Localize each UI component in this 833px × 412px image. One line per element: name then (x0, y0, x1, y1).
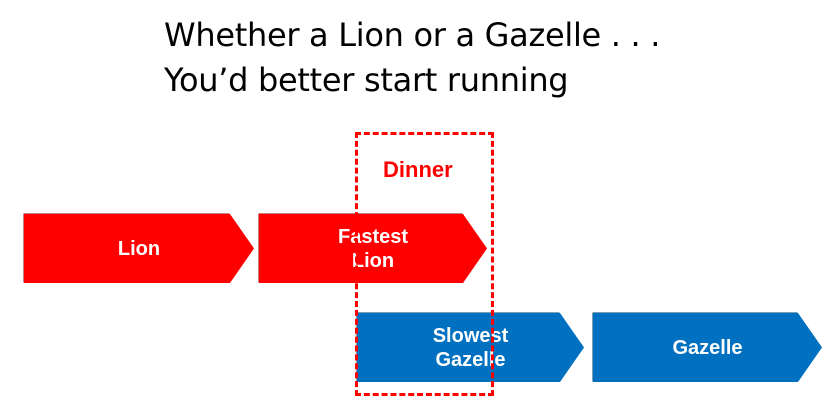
fastest-lion-arrow: Fastest Lion (259, 214, 487, 283)
gazelle-arrow-label: Gazelle (672, 336, 743, 359)
slowest-gazelle-arrow-label: Slowest Gazelle (432, 324, 509, 371)
title-line-2: You’d better start running (164, 61, 569, 99)
gazelle-arrow: Gazelle (593, 313, 822, 382)
lion-arrow-label: Lion (117, 237, 161, 260)
lion-arrow: Lion (24, 214, 254, 283)
dinner-label: Dinner (383, 157, 453, 182)
dinner-dashed-box (355, 132, 494, 396)
slowest-gazelle-arrow: Slowest Gazelle (357, 313, 584, 382)
title-line-1: Whether a Lion or a Gazelle . . . (164, 16, 661, 54)
